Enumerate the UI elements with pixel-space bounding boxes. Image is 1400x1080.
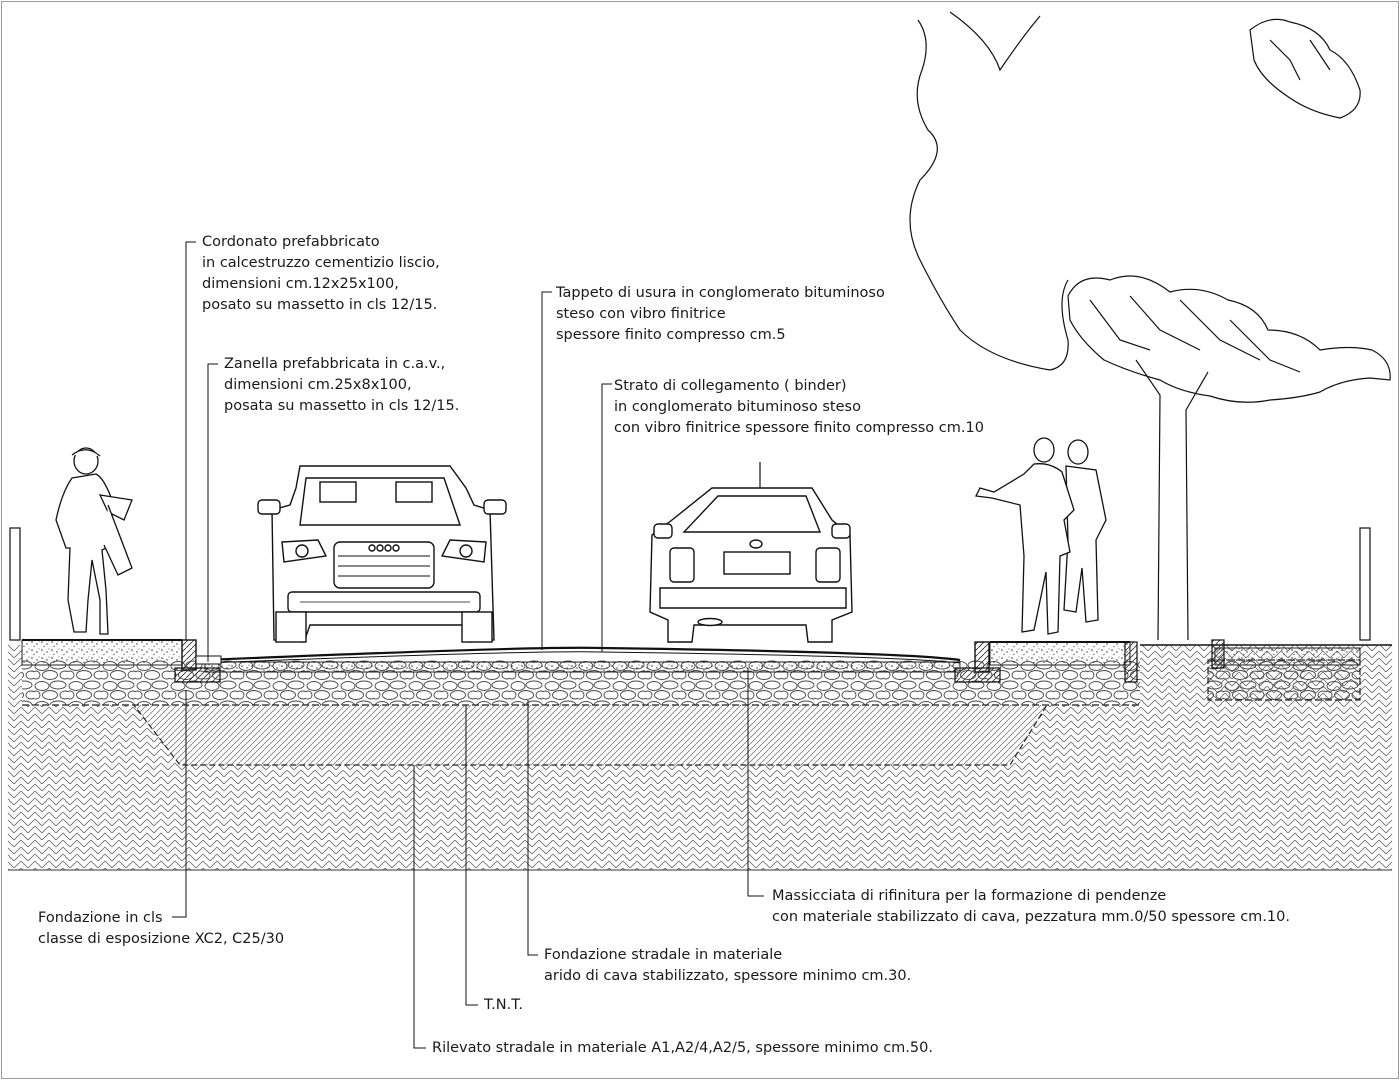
label-line: Rilevato stradale in materiale A1,A2/4,A…: [432, 1040, 933, 1056]
label-line: spessore finito compresso cm.5: [556, 327, 786, 343]
label-massicciata: Massicciata di rifinitura per la formazi…: [772, 886, 1290, 928]
label-line: Tappeto di usura in conglomerato bitumin…: [556, 285, 885, 301]
label-line: dimensioni cm.12x25x100,: [202, 276, 399, 292]
label-line: dimensioni cm.25x8x100,: [224, 377, 412, 393]
label-line: Strato di collegamento ( binder): [614, 378, 847, 394]
label-cordonato: Cordonato prefabbricato in calcestruzzo …: [202, 232, 440, 316]
hatchback-rear-view: [649, 462, 853, 643]
curbs: [9, 527, 1371, 683]
tree-outline: [909, 11, 1391, 641]
label-fondazione-cls: Fondazione in cls classe di esposizione …: [38, 908, 284, 950]
label-line: posato su massetto in cls 12/15.: [202, 297, 438, 313]
label-binder: Strato di collegamento ( binder) in cong…: [614, 376, 984, 439]
label-line: arido di cava stabilizzato, spessore min…: [544, 968, 912, 984]
suv-front-view: [257, 465, 507, 643]
label-line: steso con vibro finitrice: [556, 306, 726, 322]
label-line: in calcestruzzo cementizio liscio,: [202, 255, 440, 271]
road-surface: [22, 639, 1392, 664]
label-fondazione-stradale: Fondazione stradale in materiale arido d…: [544, 945, 911, 987]
label-tappeto: Tappeto di usura in conglomerato bitumin…: [556, 283, 885, 346]
label-tnt: T.N.T.: [484, 995, 523, 1016]
label-line: Fondazione in cls: [38, 910, 163, 926]
label-line: Cordonato prefabbricato: [202, 234, 380, 250]
label-line: posata su massetto in cls 12/15.: [224, 398, 460, 414]
label-line: Massicciata di rifinitura per la formazi…: [772, 888, 1167, 904]
label-zanella: Zanella prefabbricata in c.a.v., dimensi…: [224, 354, 459, 417]
label-line: classe di esposizione XC2, C25/30: [38, 931, 285, 947]
label-line: Fondazione stradale in materiale: [544, 947, 783, 963]
label-rilevato: Rilevato stradale in materiale A1,A2/4,A…: [432, 1038, 933, 1059]
label-line: Zanella prefabbricata in c.a.v.,: [224, 356, 446, 372]
label-line: con materiale stabilizzato di cava, pezz…: [772, 909, 1290, 925]
man-reading-figure: [55, 447, 133, 635]
leader-lines: [172, 241, 764, 1049]
label-line: T.N.T.: [484, 997, 523, 1013]
label-line: in conglomerato bituminoso steso: [614, 399, 861, 415]
label-line: con vibro finitrice spessore finito comp…: [614, 420, 984, 436]
two-men-figures: [975, 437, 1107, 635]
